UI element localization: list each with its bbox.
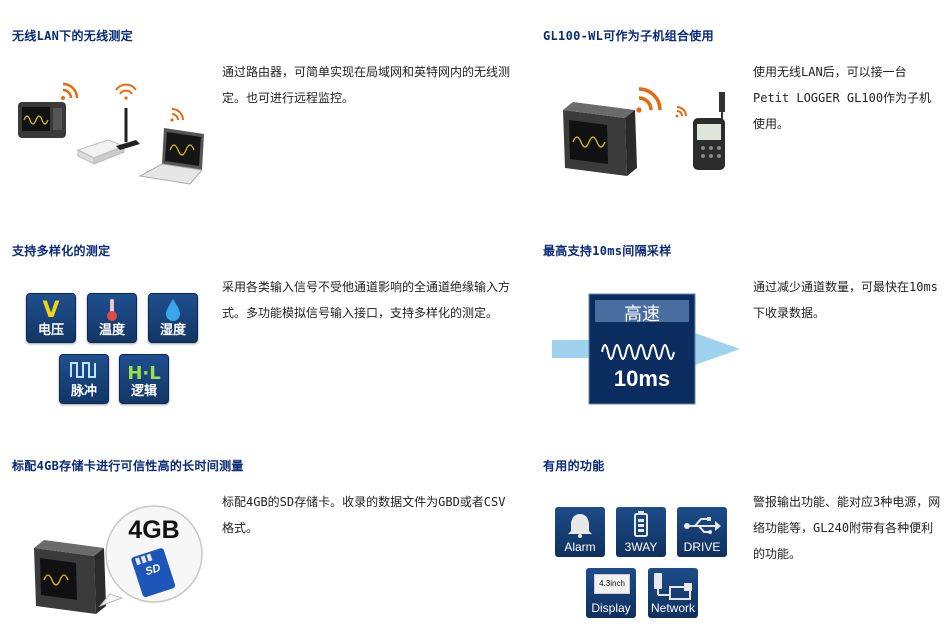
high-speed-illustration: 高速 10ms — [552, 292, 740, 408]
tile-voltage: V 电压 — [26, 293, 76, 343]
feature-title-10ms-sampling: 最高支持10ms间隔采样 — [543, 244, 672, 258]
badge-bottom-label: 10ms — [613, 366, 671, 391]
wifi-icon — [675, 106, 687, 118]
feature-desc-4gb-card: 标配4GB的SD存储卡。收录的数据文件为GBD或者CSV格式。 — [222, 495, 506, 535]
display-icon: 4.3inch — [594, 574, 630, 594]
feature-desc-multi-measurement: 采用各类输入信号不受他通道影响的全通道绝缘输入方式。多功能模拟信号输入接口，支持… — [222, 280, 511, 320]
capacity-label: 4GB — [128, 516, 180, 544]
tile-3way: 3WAY — [616, 507, 666, 557]
wifi-icon — [636, 87, 662, 113]
voltage-icon: V — [42, 298, 60, 323]
feature-title-multi-measurement: 支持多样化的测定 — [12, 244, 111, 258]
arrow-right-icon — [552, 293, 740, 405]
logic-icon: H·L — [127, 363, 161, 384]
tile-display: 4.3inch Display — [586, 568, 636, 618]
data-logger-icon — [18, 102, 66, 138]
thermometer-icon — [88, 298, 136, 328]
battery-icon — [634, 511, 648, 537]
network-icon — [654, 573, 692, 600]
feature-desc-wireless-lan: 通过路由器，可简单实现在局域网和英特网内的无线测定。也可进行远程监控。 — [222, 65, 511, 105]
feature-desc-10ms-sampling: 通过减少通道数量，可最快在10ms下收录数据。 — [753, 280, 938, 320]
wifi-icon — [61, 82, 79, 100]
feature-title-wireless-lan: 无线LAN下的无线测定 — [12, 29, 133, 43]
droplet-icon — [149, 298, 197, 328]
data-logger-icon — [563, 102, 637, 176]
data-logger-icon — [34, 540, 106, 614]
tile-pulse: 脉冲 — [59, 354, 109, 404]
tile-network: Network — [648, 568, 698, 618]
tile-humidity: 湿度 — [148, 293, 198, 343]
tile-logic: H·L 逻辑 — [119, 354, 169, 404]
feature-desc-gl100-slave: 使用无线LAN后，可以接一台Petit LOGGER GL100作为子机使用。 — [753, 65, 932, 131]
tile-temperature: 温度 — [87, 293, 137, 343]
wireless-network-illustration — [18, 82, 204, 185]
usb-icon — [684, 517, 721, 534]
wifi-icon — [115, 83, 137, 100]
tile-drive: DRIVE — [677, 507, 727, 557]
feature-desc-useful-functions: 警报输出功能、能对应3种电源，网络功能等，GL240附带有各种便利的功能。 — [753, 495, 941, 561]
pulse-icon — [60, 359, 108, 387]
feature-title-4gb-card: 标配4GB存储卡进行可信性高的长时间测量 — [12, 459, 244, 473]
sd-card-icon — [131, 548, 176, 598]
wifi-icon — [170, 108, 184, 122]
gl100-slave-illustration — [563, 87, 725, 176]
router-icon — [76, 108, 140, 165]
laptop-icon — [138, 128, 204, 185]
feature-title-gl100-slave: GL100-WL可作为子机组合使用 — [543, 29, 714, 43]
badge-top-label: 高速 — [624, 304, 660, 325]
feature-title-useful-functions: 有用的功能 — [543, 459, 605, 473]
bell-icon — [568, 514, 592, 538]
gl100-device-icon — [693, 92, 725, 170]
sd-card-illustration: 4GB SD — [30, 502, 210, 620]
tile-alarm: Alarm — [555, 507, 605, 557]
